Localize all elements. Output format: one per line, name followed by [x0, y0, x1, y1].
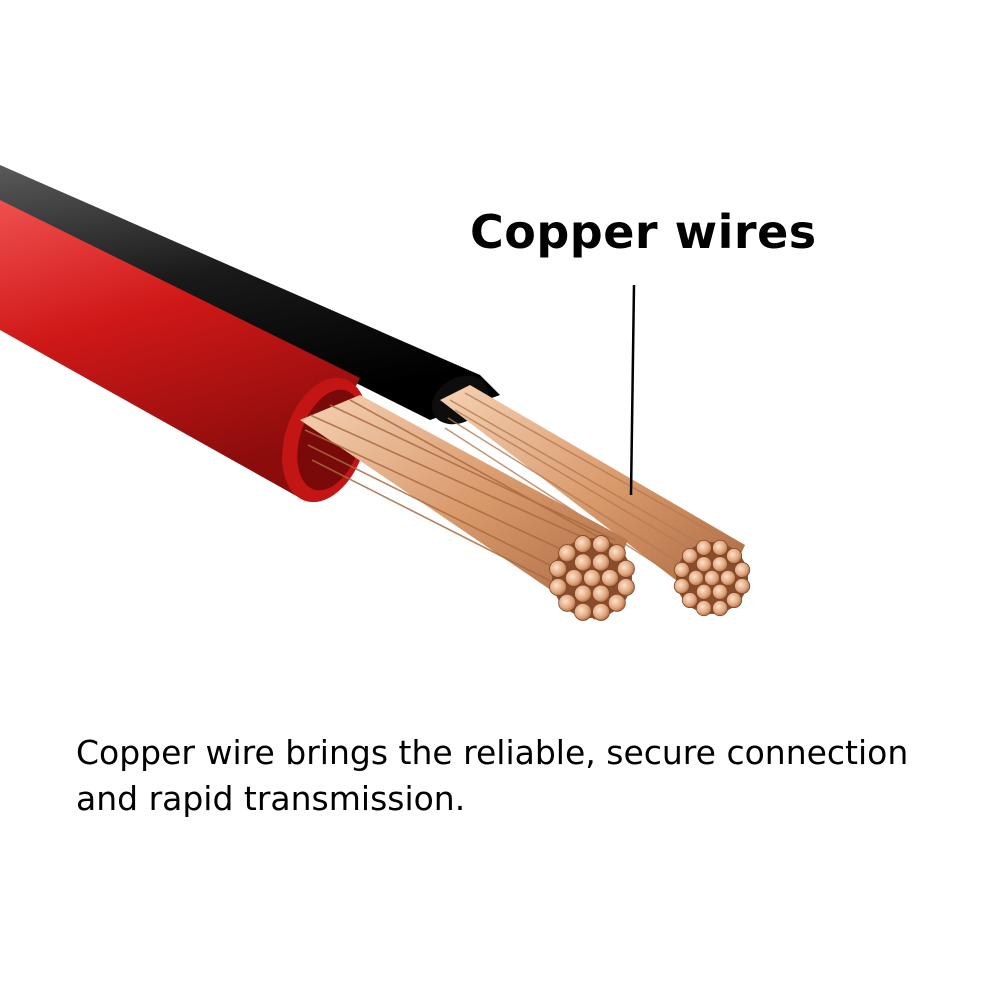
- copper-strand-end: [607, 544, 626, 563]
- copper-strand-end: [681, 592, 698, 609]
- copper-strand-end: [734, 561, 751, 578]
- copper-strand-end: [695, 539, 712, 556]
- copper-bundle-front: [300, 395, 635, 621]
- copper-strand-end: [704, 570, 721, 587]
- copper-strand-end: [726, 547, 743, 564]
- copper-strand-end: [549, 578, 568, 597]
- copper-strand-end: [592, 553, 610, 572]
- copper-strand-end: [573, 535, 592, 554]
- copper-strand-ends-back: [673, 539, 751, 617]
- copper-strand-end: [712, 539, 729, 556]
- copper-strand-end: [558, 544, 577, 563]
- copper-strand-end: [558, 593, 577, 612]
- copper-strand-end: [574, 553, 592, 572]
- copper-strand-end: [574, 584, 592, 603]
- copper-strand-end: [592, 584, 610, 603]
- copper-strand-end: [695, 600, 712, 617]
- copper-strand-end: [720, 570, 737, 587]
- callout-label: Copper wires: [470, 205, 817, 259]
- copper-strand-end: [583, 569, 601, 587]
- copper-strand-end: [592, 535, 611, 554]
- copper-strand-end: [712, 556, 729, 573]
- copper-strand-end: [616, 578, 635, 597]
- copper-strand-end: [696, 583, 713, 600]
- copper-strand-end: [734, 578, 751, 595]
- copper-strand-end: [549, 559, 568, 578]
- copper-strand-end: [712, 600, 729, 617]
- copper-strand-end: [673, 561, 690, 578]
- copper-strand-end: [712, 583, 729, 600]
- copper-strand-end: [696, 556, 713, 573]
- copper-strand-end: [592, 602, 611, 621]
- callout-leader-line: [629, 284, 636, 496]
- copper-strand-end: [726, 592, 743, 609]
- copper-strand-end: [607, 593, 626, 612]
- copper-strand-end: [673, 578, 690, 595]
- copper-strand-end: [573, 602, 592, 621]
- copper-strand-end: [688, 570, 705, 587]
- cable-illustration: [0, 165, 751, 621]
- copper-strand-end: [616, 559, 635, 578]
- copper-strand-end: [601, 569, 619, 587]
- copper-strand-ends-front: [549, 535, 635, 621]
- copper-strand-end: [681, 547, 698, 564]
- caption-text: Copper wire brings the reliable, secure …: [76, 733, 909, 818]
- copper-strand-end: [565, 569, 583, 587]
- copper-bundle-back: [440, 385, 751, 617]
